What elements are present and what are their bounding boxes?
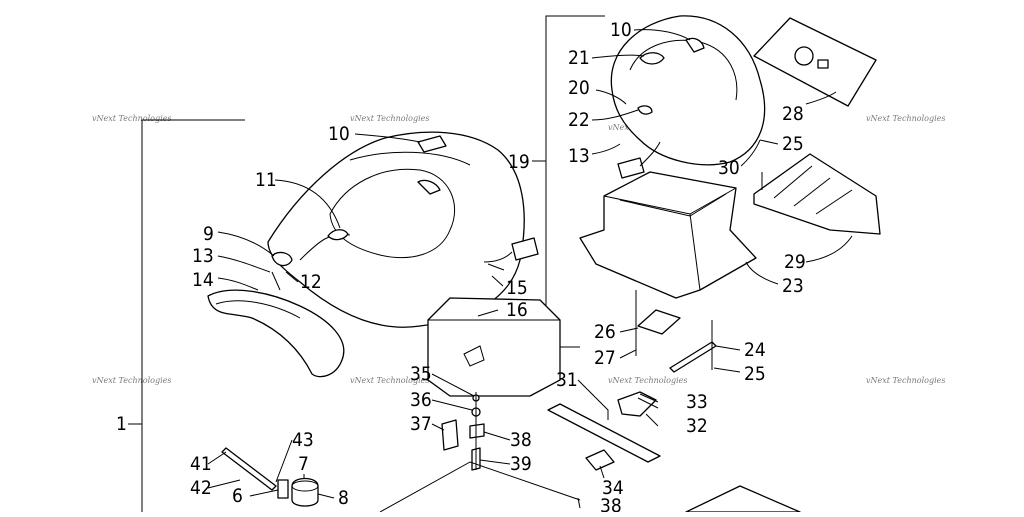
- callout-31: 31: [556, 369, 578, 391]
- callout-41: 41: [190, 453, 212, 475]
- callout-8: 8: [338, 487, 349, 509]
- callout-13-front: 13: [192, 245, 214, 267]
- callout-23: 23: [782, 275, 804, 297]
- leader-lines: [207, 29, 853, 509]
- callout-36: 36: [410, 389, 432, 411]
- callout-14: 14: [192, 269, 214, 291]
- seat-rail-assembly: [547, 391, 661, 471]
- callout-24: 24: [744, 339, 766, 361]
- wire-connector: [483, 237, 539, 271]
- callout-35: 35: [410, 363, 432, 385]
- storage-tray: [579, 171, 757, 299]
- rear-seat-cover: [610, 15, 766, 166]
- callout-28: 28: [782, 103, 804, 125]
- watermark: vNext Technologies: [350, 376, 429, 385]
- callout-22: 22: [568, 109, 590, 131]
- support-rod: [669, 341, 717, 373]
- callout-10-rear: 10: [610, 19, 632, 41]
- foam-block: [427, 297, 561, 397]
- watermark: vNext Technologies: [866, 114, 945, 123]
- callout-6: 6: [232, 485, 243, 507]
- lower-hardware: [441, 394, 485, 471]
- latch-hardware: [271, 251, 293, 291]
- watermark: vNext Technologies: [866, 376, 945, 385]
- callout-34: 34: [602, 477, 624, 499]
- callout-30: 30: [718, 157, 740, 179]
- callout-10-seat: 10: [328, 123, 350, 145]
- callout-38: 38: [510, 429, 532, 451]
- callout-19: 19: [508, 151, 530, 173]
- callout-37: 37: [410, 413, 432, 435]
- rear-plate: [753, 17, 877, 107]
- callout-39: 39: [510, 453, 532, 475]
- callout-13-rear: 13: [568, 145, 590, 167]
- rear-storage-bin: [753, 153, 881, 235]
- watermark: vNext Technologies: [350, 114, 429, 123]
- callout-7: 7: [298, 453, 309, 475]
- callout-26: 26: [594, 321, 616, 343]
- callout-27: 27: [594, 347, 616, 369]
- callout-32: 32: [686, 415, 708, 437]
- watermark: vNext Technologies: [92, 376, 171, 385]
- callout-25-upper: 25: [782, 133, 804, 155]
- seat-side-panel: [207, 289, 345, 378]
- callout-15: 15: [506, 277, 528, 299]
- assembly-bracket-1: [128, 119, 245, 512]
- callout-12: 12: [300, 271, 322, 293]
- fuel-cap-assembly: [221, 447, 319, 507]
- callout-21: 21: [568, 47, 590, 69]
- callout-1: 1: [116, 413, 127, 435]
- watermark: vNext Technologies: [92, 114, 171, 123]
- callout-9: 9: [203, 223, 214, 245]
- callout-42: 42: [190, 477, 212, 499]
- callout-20: 20: [568, 77, 590, 99]
- assembly-bracket-19: [532, 15, 605, 348]
- mounting-bracket: [637, 309, 681, 335]
- callout-29: 29: [784, 251, 806, 273]
- callout-labels: 1 6 7 8 9 10 10 11 12 13 13 14 15 16 19 …: [116, 19, 806, 517]
- rear-connector: [617, 141, 661, 179]
- base-frame: [379, 461, 801, 513]
- callout-38-lower: 38: [600, 495, 622, 512]
- callout-25-lower: 25: [744, 363, 766, 385]
- callout-33: 33: [686, 391, 708, 413]
- watermark: vNext Technologies: [608, 376, 687, 385]
- callout-16: 16: [506, 299, 528, 321]
- seat-cover: [267, 131, 525, 328]
- callout-43: 43: [292, 429, 314, 451]
- callout-11: 11: [255, 169, 277, 191]
